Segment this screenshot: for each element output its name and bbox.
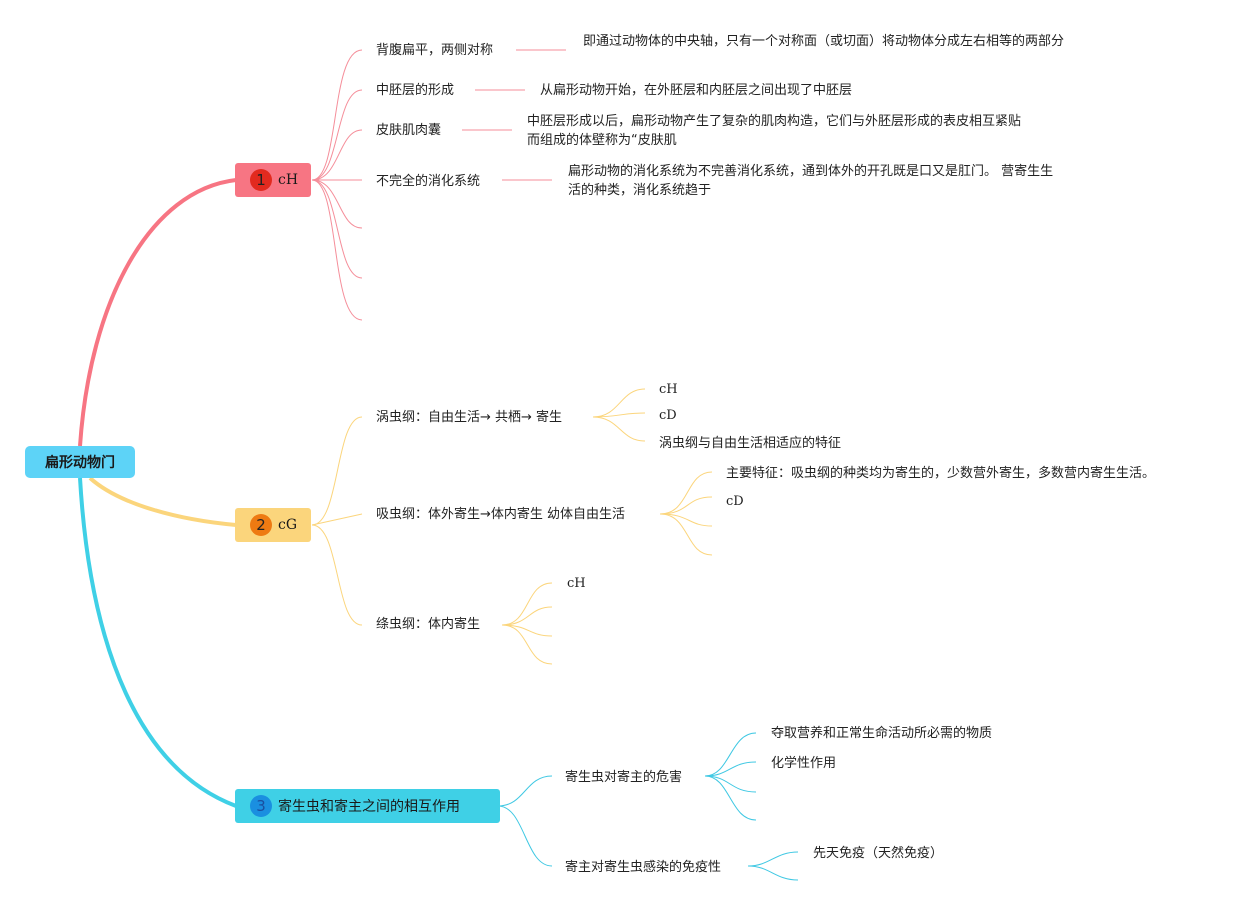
branch-3-topic[interactable]: 3 寄生虫和寄主之间的相互作用 [235,789,500,823]
root-topic-label: 扁形动物门 [45,455,115,471]
branch2-item-2[interactable]: 吸虫纲：体外寄生→体内寄生 幼体自由生活 [376,507,626,522]
branch1-item-1[interactable]: 背腹扁平，两侧对称 [376,43,494,58]
connector-root-branch1 [78,178,237,447]
branch2-item-3-child-1[interactable]: cH [567,576,586,591]
branch2-item-1[interactable]: 涡虫纲：自由生活→ 共栖→ 寄生 [376,410,563,425]
branch2-item-1-child-2[interactable]: cD [659,408,677,423]
branch3-item-1-child-1[interactable]: 夺取营养和正常生命活动所必需的物质 [771,726,993,741]
branch2-item-2-child-1[interactable]: 主要特征：吸虫纲的种类均为寄生的，少数营外寄生，多数营内寄生生活。 [726,466,1156,481]
branch1-item-2[interactable]: 中胚层的形成 [376,83,455,98]
branch2-item-2-child-2[interactable]: cD [726,494,744,509]
branch3-item-2-child-1[interactable]: 先天免疫（天然免疫） [813,846,944,861]
branch-2-number-badge: 2 [250,514,272,536]
branch-3-number-badge: 3 [250,795,272,817]
root-topic[interactable]: 扁形动物门 [25,446,135,478]
branch-1-topic[interactable]: 1 cH [235,163,311,197]
branch1-item-4-detail[interactable]: 扁形动物的消化系统为不完善消化系统，通到体外的开孔既是口又是肛门。 营寄生生活的… [568,164,1054,198]
branch2-item-1-child-3[interactable]: 涡虫纲与自由生活相适应的特征 [659,436,842,451]
branch-1-number-badge: 1 [250,169,272,191]
branch1-item-2-detail[interactable]: 从扁形动物开始，在外胚层和内胚层之间出现了中胚层 [540,83,853,98]
branch-1-label: cH [278,172,299,188]
branch2-item-3[interactable]: 绦虫纲：体内寄生 [376,617,481,632]
branch-3-label: 寄生虫和寄主之间的相互作用 [278,799,460,815]
branch3-item-1[interactable]: 寄生虫对寄主的危害 [565,770,683,785]
branch1-item-3[interactable]: 皮肤肌肉囊 [376,123,442,138]
branch-2-topic[interactable]: 2 cG [235,508,311,542]
connector-root-branch2 [88,476,237,527]
connector-root-branch3 [78,477,237,808]
branch1-item-4[interactable]: 不完全的消化系统 [376,174,481,189]
branch-2-label: cG [278,517,298,533]
branch1-item-3-detail[interactable]: 中胚层形成以后，扁形动物产生了复杂的肌肉构造，它们与外胚层形成的表皮相互紧贴而组… [527,114,1022,148]
branch3-item-2[interactable]: 寄主对寄生虫感染的免疫性 [565,860,722,875]
branch1-item-1-detail[interactable]: 即通过动物体的中央轴，只有一个对称面（或切面）将动物体分成左右相等的两部分 [583,34,1065,49]
branch3-item-1-child-2[interactable]: 化学性作用 [771,756,837,771]
branch2-item-1-child-1[interactable]: cH [659,382,678,397]
